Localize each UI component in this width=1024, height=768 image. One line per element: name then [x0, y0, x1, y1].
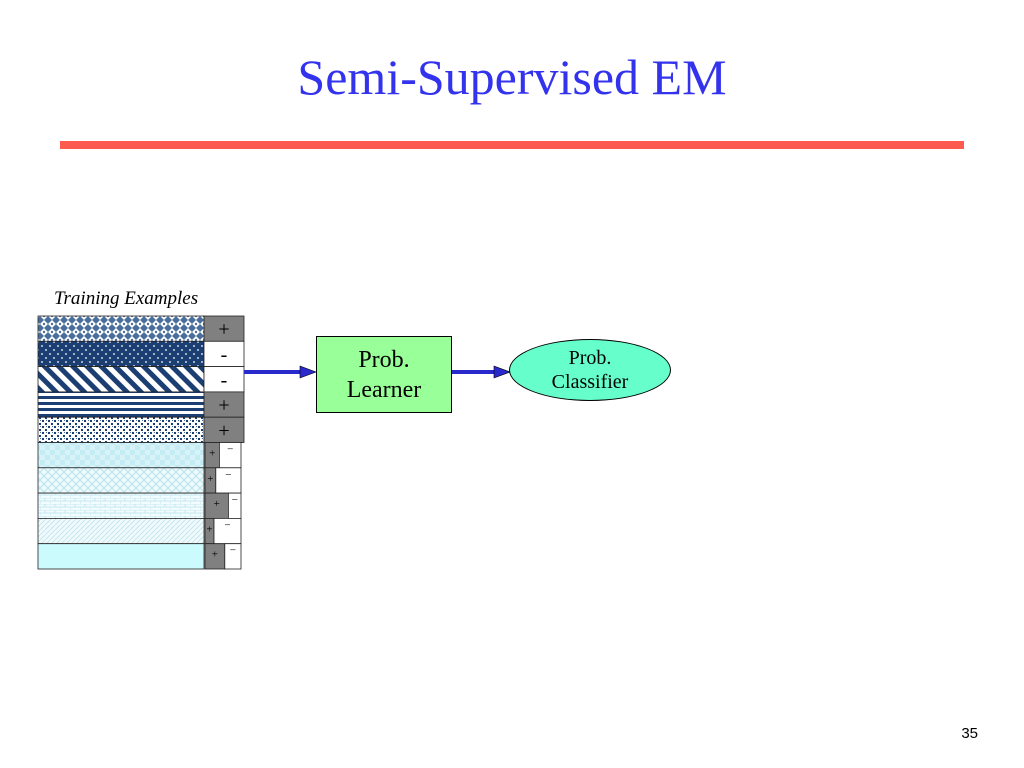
example-pattern	[37, 442, 205, 469]
positive-label: +	[218, 420, 229, 442]
unlabeled-example-row: +−	[37, 492, 242, 519]
soft-positive-label: +	[214, 498, 220, 510]
soft-negative-cell	[215, 467, 242, 494]
example-pattern	[37, 391, 205, 418]
example-pattern	[37, 416, 205, 443]
example-pattern	[37, 492, 205, 519]
labeled-example-row: -	[37, 366, 245, 393]
prob-learner-box: Prob. Learner	[316, 336, 452, 413]
soft-positive-label: +	[207, 473, 213, 485]
soft-negative-label: −	[230, 545, 236, 557]
label-cell	[203, 391, 245, 418]
classifier-label-line2: Classifier	[551, 371, 629, 393]
unlabeled-example-row: +−	[37, 518, 242, 545]
label-cell	[203, 366, 245, 393]
label-cell	[203, 315, 245, 342]
example-pattern	[37, 315, 205, 342]
unlabeled-example-row: +−	[37, 467, 242, 494]
title-divider	[60, 141, 964, 149]
slide-title: Semi-Supervised EM	[297, 49, 727, 105]
learner-label-line1: Prob.	[358, 346, 410, 373]
slide-number: 35	[961, 725, 978, 742]
learner-label-line2: Learner	[346, 376, 422, 403]
negative-label: -	[221, 369, 228, 391]
example-pattern	[37, 467, 205, 494]
example-pattern	[37, 340, 205, 367]
soft-negative-label: −	[232, 494, 238, 506]
labeled-example-row: +	[37, 315, 245, 342]
unlabeled-example-row: +−	[37, 442, 242, 469]
soft-negative-label: −	[224, 519, 230, 531]
positive-label: +	[218, 319, 229, 341]
classifier-label-line1: Prob.	[568, 347, 612, 369]
soft-positive-label: +	[209, 448, 215, 460]
labeled-example-row: +	[37, 416, 245, 443]
arrow-to-classifier-head	[493, 365, 511, 379]
example-pattern	[37, 366, 205, 393]
labeled-example-row: +	[37, 391, 245, 418]
soft-negative-label: −	[227, 444, 233, 456]
unlabeled-example-row: +−	[37, 543, 242, 570]
arrow-to-learner-head	[299, 365, 317, 379]
soft-negative-cell	[224, 543, 242, 570]
label-cell	[203, 416, 245, 443]
soft-negative-label: −	[225, 469, 231, 481]
example-pattern	[37, 518, 205, 545]
prob-classifier-ellipse: Prob. Classifier	[509, 339, 671, 401]
labeled-example-row: -	[37, 340, 245, 367]
training-examples-caption: Training Examples	[54, 288, 199, 309]
soft-positive-label: +	[206, 523, 212, 535]
positive-label: +	[218, 395, 229, 417]
soft-positive-label: +	[212, 549, 218, 561]
example-pattern	[37, 543, 205, 570]
negative-label: -	[221, 344, 228, 366]
